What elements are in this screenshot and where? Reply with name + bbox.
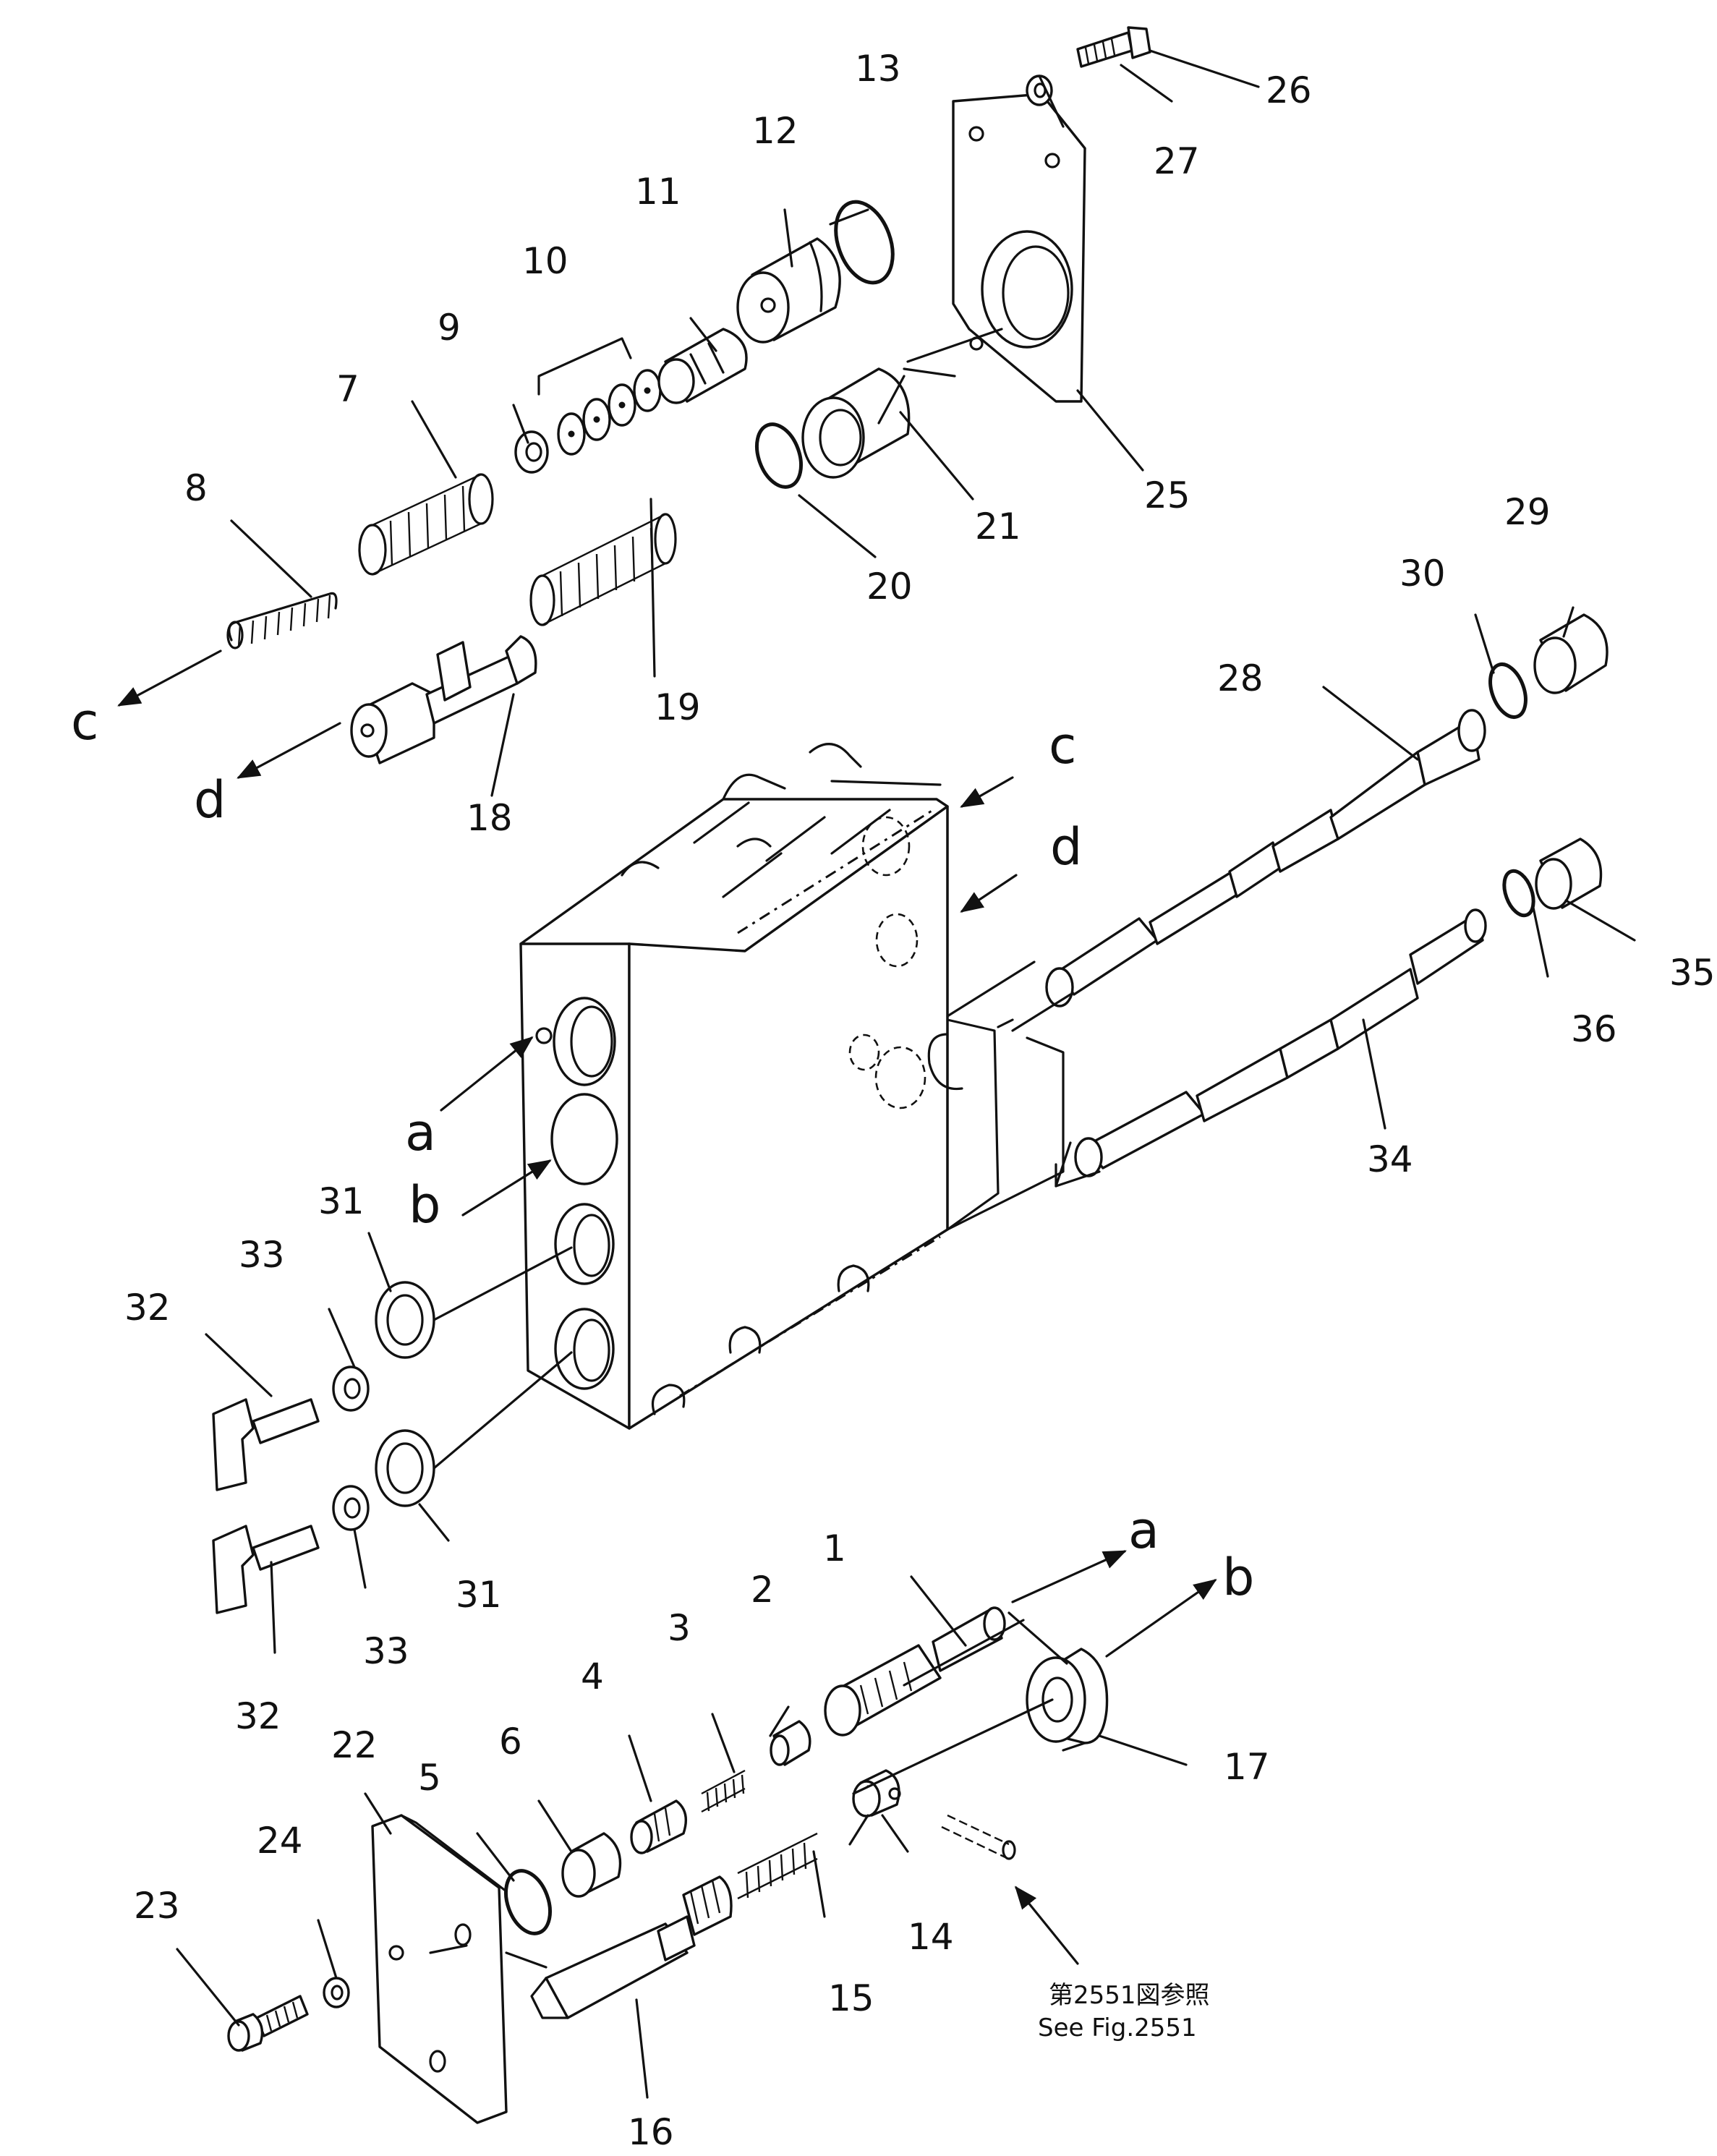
label-part-31-upper: 31 [318, 1180, 365, 1222]
part-16-spool [530, 1875, 733, 2019]
part-8-spring [226, 592, 338, 649]
label-part-19: 19 [655, 686, 701, 728]
part-19-spring [529, 513, 677, 626]
label-part-20: 20 [866, 566, 913, 608]
label-part-24: 24 [257, 1820, 303, 1862]
part-29-plug [1533, 613, 1609, 694]
label-part-23: 23 [134, 1885, 180, 1927]
part-30-o-ring [1488, 662, 1528, 719]
label-part-16: 16 [628, 2111, 674, 2153]
label-part-15: 15 [828, 1977, 874, 2019]
flow-arrows [117, 649, 1217, 1658]
label-a-outlet: a [1128, 1501, 1159, 1560]
label-part-26: 26 [1266, 69, 1312, 111]
label-part-27: 27 [1154, 140, 1200, 182]
label-part-17: 17 [1224, 1746, 1270, 1788]
reference-note-jp: 第2551図参照 [1049, 1981, 1210, 2010]
label-b-outlet: b [1222, 1548, 1254, 1607]
label-part-28: 28 [1217, 657, 1264, 699]
label-c-inlet: c [1049, 716, 1077, 775]
part-32-bracket-upper [212, 1398, 320, 1491]
part-31-seal-lower [375, 1429, 435, 1507]
part-27-washer [1026, 74, 1053, 106]
part-24-washer [323, 1977, 350, 2008]
label-part-30: 30 [1399, 553, 1446, 595]
label-part-12: 12 [752, 110, 798, 152]
label-part-22: 22 [331, 1724, 378, 1766]
part-14-cap [852, 1769, 901, 1818]
label-part-18: 18 [466, 797, 513, 839]
part-33-nut-lower [332, 1485, 370, 1531]
label-part-7: 7 [336, 368, 359, 410]
pin-reference [941, 1814, 1016, 1860]
label-part-6: 6 [499, 1721, 522, 1763]
label-part-11: 11 [635, 171, 681, 213]
part-10-shims [537, 337, 662, 456]
label-part-36: 36 [1571, 1008, 1617, 1050]
part-4-piston [630, 1799, 687, 1854]
part-5-o-ring [504, 1869, 552, 1935]
label-part-3: 3 [668, 1607, 691, 1649]
part-26-bolt [1076, 26, 1151, 68]
label-d-inlet: d [1050, 817, 1082, 877]
label-part-32-lower: 32 [235, 1695, 281, 1737]
label-a-inlet: a [405, 1103, 436, 1162]
part-9-washer [514, 430, 549, 474]
label-part-14: 14 [908, 1916, 954, 1958]
part-34-spool [1074, 908, 1487, 1177]
label-part-33-lower: 33 [363, 1630, 409, 1672]
reference-note-en: See Fig.2551 [1038, 2014, 1197, 2042]
label-part-35: 35 [1669, 952, 1716, 994]
part-25-cover [952, 93, 1086, 403]
part-18-spool [350, 635, 537, 764]
part-23-bolt [227, 1995, 309, 2052]
label-b-inlet: b [409, 1175, 440, 1235]
part-13-o-ring [834, 200, 895, 285]
label-part-4: 4 [581, 1656, 604, 1697]
label-d-outlet: d [194, 770, 226, 830]
label-part-13: 13 [855, 48, 901, 90]
label-c-outlet: c [71, 692, 99, 751]
label-part-31-lower: 31 [456, 1574, 502, 1616]
part-15-spring [737, 1832, 818, 1900]
part-3-spring [701, 1769, 746, 1813]
part-28-spool [1045, 709, 1486, 1007]
label-part-34: 34 [1367, 1138, 1413, 1180]
part-32-bracket-lower [212, 1525, 320, 1614]
part-6-plug [561, 1832, 622, 1898]
part-35-plug [1535, 838, 1603, 910]
label-part-29: 29 [1504, 491, 1551, 533]
label-part-2: 2 [751, 1569, 774, 1611]
label-part-1: 1 [823, 1527, 846, 1569]
part-1-spool [824, 1606, 1006, 1737]
label-part-21: 21 [975, 506, 1021, 547]
part-33-nut-upper [332, 1365, 370, 1412]
part-12-piston [736, 237, 841, 344]
part-17-seal [1026, 1648, 1109, 1744]
label-part-32-upper: 32 [124, 1287, 171, 1329]
label-part-9: 9 [438, 307, 461, 349]
label-part-10: 10 [522, 240, 568, 282]
part-2-stopper [770, 1720, 811, 1766]
leader-lines [176, 49, 1636, 2099]
label-part-33-upper: 33 [239, 1234, 285, 1276]
label-part-25: 25 [1144, 474, 1190, 516]
label-part-5: 5 [418, 1757, 441, 1799]
valve-body [519, 743, 1000, 1430]
part-22-cover [371, 1814, 508, 2124]
part-31-seal-upper [375, 1281, 435, 1359]
part-20-o-ring [755, 422, 803, 489]
label-part-8: 8 [184, 467, 208, 509]
part-36-o-ring [1502, 869, 1535, 918]
flow-labels: c d c d a b a b [71, 692, 1254, 1607]
part-labels: 1 2 3 4 5 6 7 8 9 10 11 12 13 14 15 16 1… [124, 48, 1716, 2153]
part-21-plug [801, 367, 911, 479]
part-7-spring [358, 473, 494, 576]
part-11-sleeve [657, 328, 748, 404]
